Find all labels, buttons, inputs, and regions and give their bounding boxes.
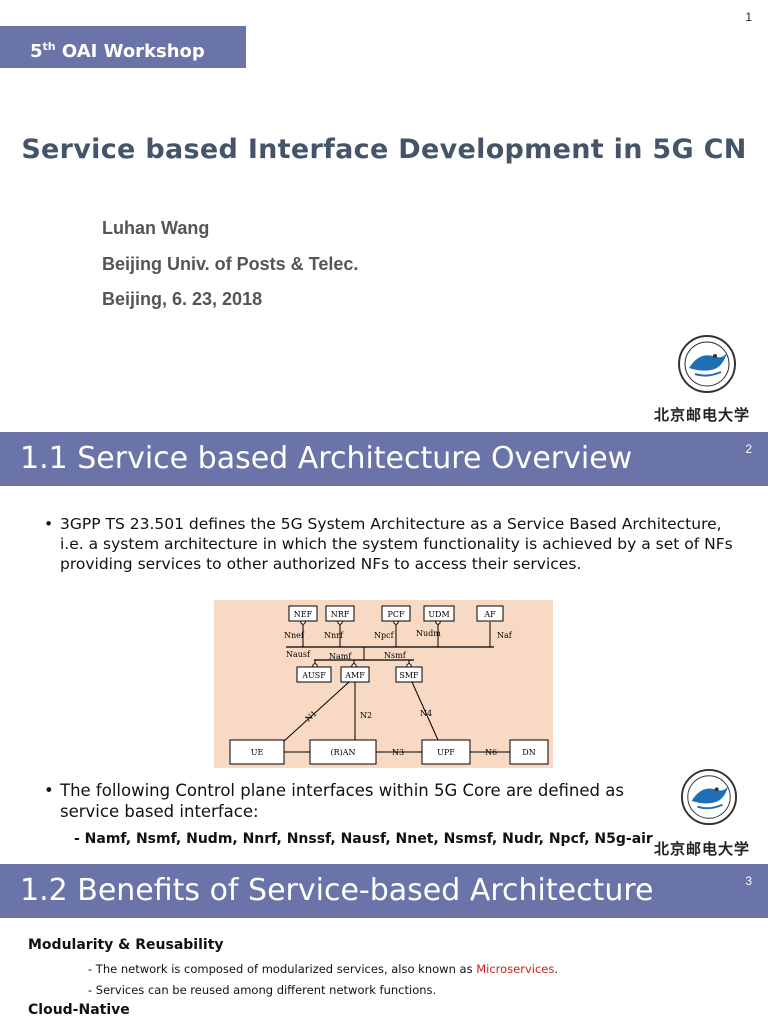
- label-nudm: Nudm: [416, 629, 441, 638]
- node-smf: [395, 666, 423, 683]
- bullet-dot: •: [44, 781, 54, 800]
- detail-reuse: - Services can be reused among different…: [88, 983, 437, 997]
- label-naf: Naf: [497, 631, 513, 640]
- slide-1: 1 5th OAI Workshop Service based Interfa…: [0, 0, 768, 432]
- bullet-dot: •: [44, 515, 54, 533]
- node-ran: [309, 739, 377, 765]
- author-affiliation: Beijing Univ. of Posts & Telec.: [102, 254, 359, 274]
- node-dn-label: DN: [522, 748, 535, 757]
- node-upf: [421, 739, 471, 765]
- slide-title: 1.1 Service based Architecture Overview: [20, 441, 633, 476]
- slide-2: 1.1 Service based Architecture Overview …: [0, 432, 768, 864]
- bullet-architecture: • 3GPP TS 23.501 defines the 5G System A…: [44, 514, 734, 574]
- heading-cloud-native: Cloud-Native: [28, 1002, 130, 1018]
- node-ausf: [296, 666, 332, 683]
- workshop-prefix: 5: [30, 41, 43, 62]
- node-dn: [509, 739, 549, 765]
- author-name: Luhan Wang: [102, 218, 210, 238]
- title-band: 1.2 Benefits of Service-based Architectu…: [0, 864, 768, 918]
- architecture-diagram: NEF NRF PCF UDM AF Nnef Nnrf Npcf Nudm N…: [214, 600, 553, 768]
- node-ue-label: UE: [251, 748, 264, 757]
- node-udm: [423, 605, 455, 622]
- node-udm-label: UDM: [428, 610, 449, 619]
- node-pcf: [381, 605, 411, 622]
- workshop-suffix: OAI Workshop: [55, 41, 205, 62]
- node-smf-label: SMF: [399, 671, 419, 680]
- node-upf-label: UPF: [437, 748, 455, 757]
- node-pcf-label: PCF: [387, 610, 405, 619]
- interface-list: - Namf, Nsmf, Nudm, Nnrf, Nnssf, Nausf, …: [74, 831, 653, 847]
- node-af: [476, 605, 504, 622]
- microservices-highlight: Microservices: [476, 962, 555, 976]
- node-af-label: AF: [483, 610, 496, 619]
- bullet-text: The following Control plane interfaces w…: [60, 781, 624, 821]
- label-n6: N6: [485, 748, 497, 757]
- node-ausf-label: AUSF: [301, 671, 326, 680]
- page-number: 3: [745, 874, 752, 888]
- workshop-sup: th: [42, 40, 56, 53]
- university-logo-icon: [680, 768, 738, 826]
- page-number: 2: [745, 442, 752, 456]
- heading-modularity: Modularity & Reusability: [28, 937, 224, 953]
- bullet-interfaces: • The following Control plane interfaces…: [44, 780, 684, 822]
- title-band: 1.1 Service based Architecture Overview …: [0, 432, 768, 486]
- label-nausf: Nausf: [286, 650, 311, 659]
- label-n3: N3: [392, 748, 404, 757]
- slide-3: 1.2 Benefits of Service-based Architectu…: [0, 864, 768, 1024]
- label-nnrf: Nnrf: [324, 631, 344, 640]
- detail-prefix: - The network is composed of modularized…: [88, 962, 477, 976]
- label-n4: N4: [420, 709, 432, 718]
- workshop-badge: 5th OAI Workshop: [0, 26, 246, 68]
- logo-caption: 北京邮电大学: [654, 840, 751, 858]
- slide-title: 1.2 Benefits of Service-based Architectu…: [20, 873, 654, 908]
- node-nrf: [325, 605, 355, 622]
- university-logo-icon: [678, 335, 736, 393]
- label-nnef: Nnef: [284, 631, 305, 640]
- node-ran-label: (R)AN: [330, 748, 355, 757]
- node-nef: [288, 605, 318, 622]
- logo-caption: 北京邮电大学: [654, 406, 751, 424]
- presentation-title: Service based Interface Development in 5…: [21, 134, 747, 165]
- node-nef-label: NEF: [294, 610, 313, 619]
- node-nrf-label: NRF: [331, 610, 350, 619]
- label-nsmf: Nsmf: [384, 651, 407, 660]
- presentation-date: Beijing, 6. 23, 2018: [102, 289, 263, 309]
- label-npcf: Npcf: [374, 631, 395, 640]
- node-ue: [229, 739, 285, 765]
- detail-microservices: - The network is composed of modularized…: [88, 962, 558, 976]
- bullet-text: 3GPP TS 23.501 defines the 5G System Arc…: [60, 515, 733, 573]
- node-amf-label: AMF: [344, 671, 365, 680]
- label-namf: Namf: [329, 652, 352, 661]
- label-n2: N2: [360, 711, 372, 720]
- page-number: 1: [745, 10, 752, 24]
- detail-suffix: .: [554, 962, 559, 976]
